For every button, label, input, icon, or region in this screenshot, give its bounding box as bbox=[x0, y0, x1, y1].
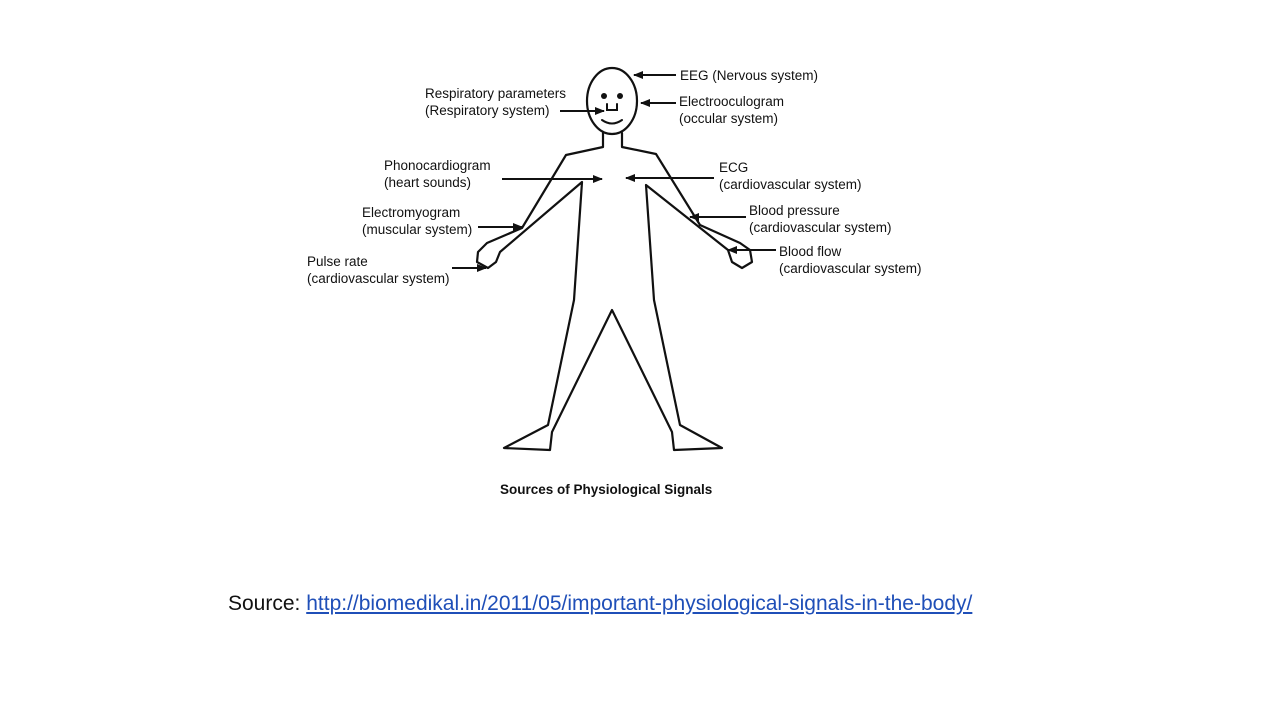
left-eye bbox=[601, 93, 607, 99]
label-bp-line2: (cardiovascular system) bbox=[749, 220, 892, 235]
label-pcg-line1: Phonocardiogram bbox=[384, 158, 491, 173]
label-flow-line2: (cardiovascular system) bbox=[779, 261, 922, 276]
label-pcg-line2: (heart sounds) bbox=[384, 175, 471, 190]
label-pulse-line1: Pulse rate bbox=[307, 254, 368, 269]
label-ecg-line2: (cardiovascular system) bbox=[719, 177, 862, 192]
nose bbox=[606, 103, 618, 111]
label-bp-line1: Blood pressure bbox=[749, 203, 840, 218]
source-link[interactable]: http://biomedikal.in/2011/05/important-p… bbox=[306, 592, 973, 615]
right-eye bbox=[617, 93, 623, 99]
label-emg-line2: (muscular system) bbox=[362, 222, 472, 237]
label-eog-line1: Electrooculogram bbox=[679, 94, 784, 109]
label-eog-line2: (occular system) bbox=[679, 111, 778, 126]
arrows bbox=[452, 71, 776, 272]
labels: EEG (Nervous system) Electrooculogram (o… bbox=[307, 68, 922, 286]
body-outline bbox=[475, 131, 754, 452]
label-flow-line1: Blood flow bbox=[779, 244, 842, 259]
label-pulse-line2: (cardiovascular system) bbox=[307, 271, 450, 286]
mouth bbox=[601, 119, 623, 125]
diagram-caption: Sources of Physiological Signals bbox=[500, 482, 712, 497]
source-prefix: Source: bbox=[228, 592, 307, 615]
head bbox=[585, 66, 639, 136]
human-figure bbox=[475, 66, 754, 452]
label-ecg-line1: ECG bbox=[719, 160, 748, 175]
label-respiratory-line2: (Respiratory system) bbox=[425, 103, 550, 118]
label-emg-line1: Electromyogram bbox=[362, 205, 460, 220]
label-respiratory-line1: Respiratory parameters bbox=[425, 86, 566, 101]
label-eeg: EEG (Nervous system) bbox=[680, 68, 818, 83]
source-line: Source: http://biomedikal.in/2011/05/imp… bbox=[228, 592, 972, 616]
